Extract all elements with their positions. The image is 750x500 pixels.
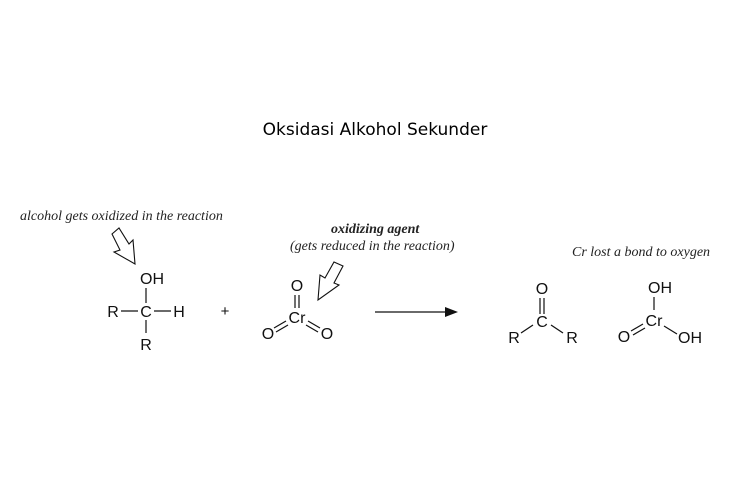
hollow-arrow-agent-icon bbox=[317, 261, 344, 302]
bond-cr-o-left-2 bbox=[275, 324, 289, 333]
cro3-o-top: O bbox=[291, 278, 303, 295]
cro3-o-right: O bbox=[321, 326, 333, 343]
bond-cr-o-right-1 bbox=[307, 320, 321, 329]
crp-o-left: O bbox=[618, 329, 630, 346]
chromium-product-molecule: OH Cr O OH bbox=[618, 280, 702, 347]
oxidizing-agent-subtitle: (gets reduced in the reaction) bbox=[290, 239, 455, 254]
alcohol-h: H bbox=[173, 304, 185, 321]
chromium-trioxide-molecule: O Cr O O bbox=[262, 278, 333, 343]
bond-cr-oh-right bbox=[663, 325, 678, 335]
bond-c-r-right bbox=[550, 324, 564, 334]
crp-oh-top: OH bbox=[648, 280, 672, 297]
bond-cr-o-2 bbox=[632, 327, 646, 336]
alcohol-c: C bbox=[140, 304, 152, 321]
crp-cr: Cr bbox=[646, 313, 664, 330]
hollow-arrow-alcohol-icon bbox=[111, 227, 136, 265]
alcohol-r-bottom: R bbox=[140, 337, 152, 354]
cro3-cr: Cr bbox=[289, 310, 307, 327]
crp-oh-right: OH bbox=[678, 330, 702, 347]
oxidizing-agent-title: oxidizing agent bbox=[331, 222, 420, 237]
ketone-o: O bbox=[536, 281, 548, 298]
ketone-r-right: R bbox=[566, 330, 578, 347]
bond-cr-o-1 bbox=[630, 323, 644, 332]
cro3-o-left: O bbox=[262, 326, 274, 343]
chromium-note: Cr lost a bond to oxygen bbox=[572, 245, 711, 260]
page-title: Oksidasi Alkohol Sekunder bbox=[262, 120, 488, 140]
alcohol-oh: OH bbox=[140, 271, 164, 288]
bond-cr-o-left-1 bbox=[273, 320, 287, 329]
ketone-c: C bbox=[536, 314, 548, 331]
plus-sign: + bbox=[221, 303, 230, 320]
alcohol-molecule: OH R C H R bbox=[107, 271, 185, 354]
ketone-r-left: R bbox=[508, 330, 520, 347]
bond-cr-o-right-2 bbox=[305, 324, 319, 333]
reaction-arrow-icon bbox=[375, 307, 458, 317]
ketone-molecule: O C R R bbox=[508, 281, 578, 347]
alcohol-note: alcohol gets oxidized in the reaction bbox=[20, 209, 223, 224]
bond-c-r-left bbox=[520, 324, 534, 334]
alcohol-r-left: R bbox=[107, 304, 119, 321]
